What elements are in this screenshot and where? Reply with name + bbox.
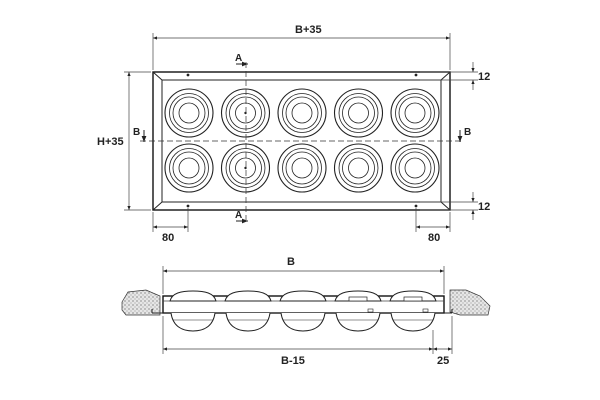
- nozzle-grid: [164, 88, 440, 193]
- nozzle-ring: [169, 148, 209, 188]
- nozzle: [220, 88, 271, 138]
- nozzle-dome: [334, 290, 382, 302]
- nozzle-ring: [172, 151, 206, 185]
- wall-section-right: [449, 289, 491, 316]
- bevel-line: [152, 71, 163, 81]
- section-label-b-left: B: [133, 127, 140, 138]
- nozzle-ring: [225, 93, 266, 133]
- dim-label-left-offset: 80: [162, 232, 174, 244]
- nozzle: [220, 143, 271, 193]
- nozzle-profile: [389, 290, 437, 332]
- nozzle-ring: [169, 93, 209, 133]
- nozzle-ring: [333, 88, 384, 138]
- side-section-view: B B-15 25: [121, 256, 491, 367]
- bevel-line: [440, 71, 451, 81]
- nozzle-ring: [333, 143, 384, 193]
- nozzle: [164, 143, 214, 193]
- nozzle: [333, 143, 384, 193]
- nozzle-ring: [164, 143, 214, 193]
- nozzle: [277, 143, 327, 193]
- nozzle-profile: [224, 290, 272, 332]
- nozzle-ring: [285, 151, 319, 185]
- nozzle-ring: [348, 157, 369, 179]
- nozzle-ring: [395, 93, 435, 133]
- nozzle-ring: [291, 102, 313, 124]
- nozzle-dome: [279, 290, 327, 302]
- nozzle-ring: [390, 88, 440, 138]
- nozzle-ring: [342, 151, 375, 185]
- nozzle-ring: [178, 102, 200, 124]
- nozzle-ring: [348, 102, 369, 124]
- nozzle-ring: [398, 96, 432, 130]
- nozzle-ring: [390, 143, 440, 193]
- nozzle-ring: [172, 96, 206, 130]
- nozzle-adjuster: [403, 296, 423, 302]
- nozzle-ring: [220, 88, 271, 138]
- nozzle-center-mark: [244, 166, 247, 170]
- nozzle-ring: [338, 148, 379, 188]
- nozzle-dome: [169, 290, 217, 302]
- nozzle-tab: [422, 308, 429, 313]
- nozzle-ring: [338, 93, 379, 133]
- dim-label-right-offset: 80: [428, 232, 440, 244]
- nozzle-ring: [285, 96, 319, 130]
- nozzle-ring: [398, 151, 432, 185]
- nozzle-ring: [164, 88, 214, 138]
- nozzle-ring: [220, 143, 271, 193]
- nozzle-ring: [225, 148, 266, 188]
- nozzle-ring: [277, 143, 327, 193]
- nozzle-ring: [277, 88, 327, 138]
- dim-label-lower-right: 25: [437, 355, 449, 367]
- nozzle: [164, 88, 214, 138]
- nozzle-ring: [282, 93, 322, 133]
- dim-label-overall-height: H+35: [97, 136, 124, 148]
- dim-label-top-margin: 12: [478, 71, 490, 83]
- nozzle: [333, 88, 384, 138]
- nozzle-ring: [229, 96, 262, 130]
- nozzle-bowl: [280, 312, 326, 332]
- nozzle-tab: [367, 308, 374, 313]
- nozzle: [277, 88, 327, 138]
- nozzle-bowl: [170, 312, 216, 332]
- dim-label-overall-width: B+35: [295, 24, 322, 36]
- screw-hole: [186, 204, 190, 208]
- top-view: A A B B B+35 H+35 12 12 80: [97, 24, 490, 244]
- nozzle-ring: [229, 151, 262, 185]
- nozzle-ring: [235, 157, 256, 179]
- screw-hole: [414, 73, 418, 77]
- nozzle-dome: [224, 290, 272, 302]
- nozzle-ring: [291, 157, 313, 179]
- nozzle-adjuster: [348, 296, 368, 302]
- nozzle: [390, 143, 440, 193]
- dim-label-bottom-margin: 12: [478, 201, 490, 213]
- bevel-line: [440, 201, 451, 211]
- screw-hole: [186, 73, 190, 77]
- nozzle-bowl: [335, 312, 381, 332]
- section-label-b-right: B: [464, 127, 471, 138]
- dim-label-lower-width: B-15: [281, 355, 305, 367]
- bevel-line: [152, 201, 163, 211]
- nozzle-ring: [395, 148, 435, 188]
- nozzle-ring: [235, 102, 256, 124]
- nozzle-ring: [404, 102, 426, 124]
- nozzle-ring: [178, 157, 200, 179]
- nozzle-bowl: [390, 312, 436, 332]
- nozzle-bowl: [225, 312, 271, 332]
- nozzle-ring: [342, 96, 375, 130]
- nozzle-profile: [334, 290, 382, 332]
- nozzle: [390, 88, 440, 138]
- wall-section-left: [121, 289, 161, 316]
- dim-label-inner-width: B: [287, 256, 295, 268]
- nozzle-profile: [279, 290, 327, 332]
- nozzle-profile-row: [169, 290, 437, 332]
- screw-hole: [414, 204, 418, 208]
- nozzle-profile: [169, 290, 217, 332]
- section-label-a-top: A: [235, 53, 242, 64]
- nozzle-dome: [389, 290, 437, 302]
- nozzle-ring: [282, 148, 322, 188]
- section-label-a-bottom: A: [235, 210, 242, 221]
- nozzle-ring: [404, 157, 426, 179]
